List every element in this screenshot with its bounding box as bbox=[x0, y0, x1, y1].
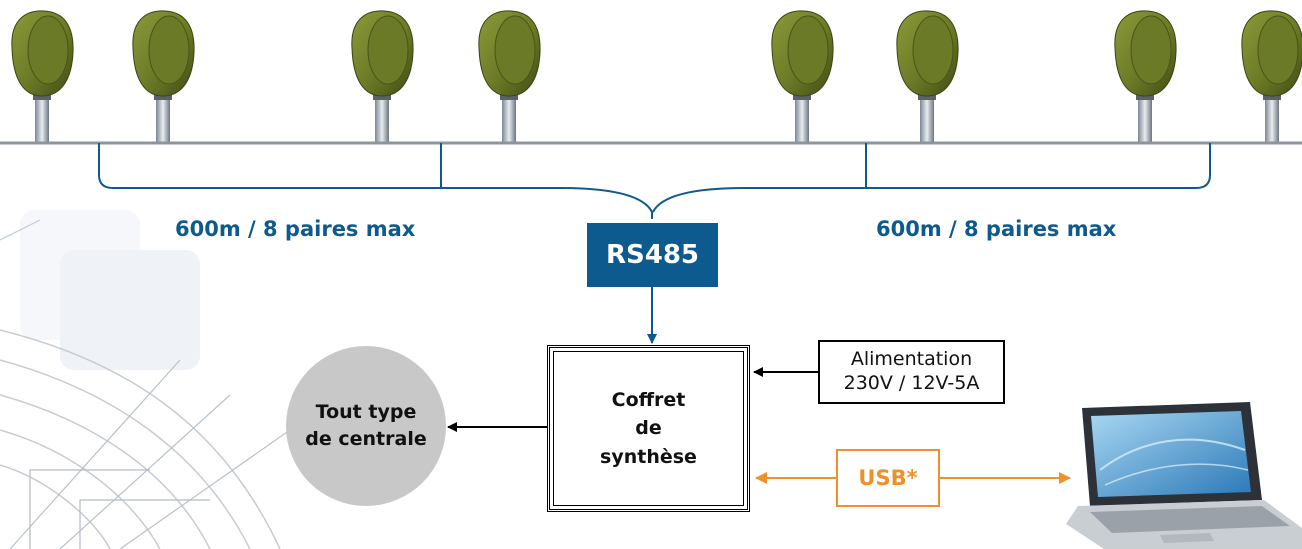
laptop-icon bbox=[1066, 402, 1302, 549]
detector-sensor-icon bbox=[896, 10, 959, 144]
background-decoration bbox=[0, 210, 291, 549]
alimentation-line2: 230V / 12V-5A bbox=[843, 372, 980, 394]
bracket-right bbox=[652, 143, 1211, 213]
detector-sensor-icon bbox=[351, 10, 414, 144]
detector-sensor-icon bbox=[1241, 10, 1302, 144]
usb-box: USB* bbox=[836, 449, 940, 507]
left-segment-label: 600m / 8 paires max bbox=[175, 217, 416, 241]
rs485-box: RS485 bbox=[587, 223, 718, 287]
rs485-label: RS485 bbox=[605, 240, 700, 270]
coffret-label: Coffret de synthèse bbox=[600, 388, 697, 468]
central-circle: Tout type de centrale bbox=[286, 346, 446, 506]
bracket-left bbox=[98, 143, 653, 219]
detector-sensor-icon bbox=[478, 10, 541, 144]
central-label: Tout type de centrale bbox=[305, 401, 427, 450]
usb-label: USB* bbox=[858, 466, 918, 490]
detector-sensor-icon bbox=[11, 10, 74, 144]
alimentation-box: Alimentation 230V / 12V-5A bbox=[818, 340, 1005, 404]
detector-sensor-icon bbox=[771, 10, 834, 144]
sensor-row bbox=[11, 10, 1302, 144]
right-segment-label: 600m / 8 paires max bbox=[876, 217, 1117, 241]
coffret-box: Coffret de synthèse bbox=[547, 345, 750, 512]
alimentation-line1: Alimentation bbox=[850, 348, 973, 371]
detector-sensor-icon bbox=[1114, 10, 1177, 144]
detector-sensor-icon bbox=[132, 10, 195, 144]
